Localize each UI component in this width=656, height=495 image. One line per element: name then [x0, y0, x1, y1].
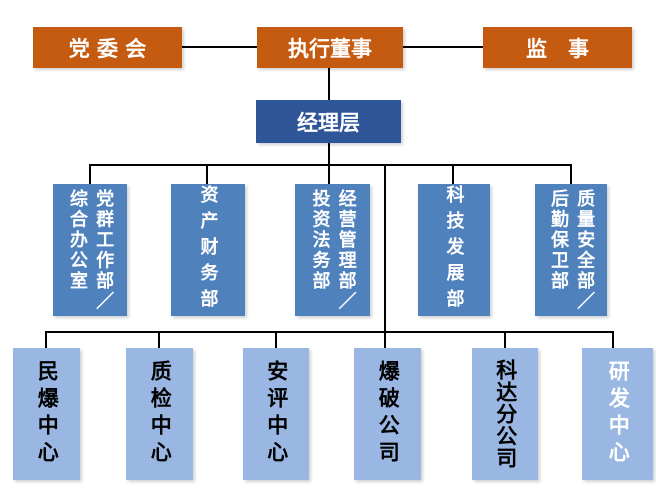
- node-executive-director: 执行董事: [257, 27, 403, 68]
- node-label: 研发中心: [606, 360, 631, 468]
- node-label: 安评中心: [264, 360, 289, 468]
- node-label: 质量安全部／ 后勤保卫部: [548, 188, 596, 312]
- node-label: 经理层: [297, 110, 360, 135]
- node-supervisor: 监 事: [483, 27, 632, 68]
- node-label: 民爆中心: [35, 360, 60, 468]
- connector-drop-dept-1: [89, 164, 91, 185]
- node-label: 党群工作部／ 综合办公室: [67, 188, 115, 312]
- connector-director-supervisor: [403, 46, 483, 48]
- node-dept-tech-development: 科技发展部: [418, 184, 490, 316]
- node-label: 资产财务部: [197, 185, 219, 315]
- node-dept-operations-legal: 经营管理部／ 投资法务部: [295, 184, 370, 316]
- connector-unit-bus: [45, 331, 614, 333]
- node-unit-civil-explosives-center: 民爆中心: [13, 348, 80, 480]
- node-label: 科技发展部: [443, 185, 465, 315]
- connector-department-bus: [89, 164, 572, 166]
- connector-drop-unit-5: [504, 331, 506, 349]
- node-unit-blasting-company: 爆破公司: [354, 348, 421, 480]
- connector-drop-dept-5: [570, 164, 572, 185]
- node-unit-quality-inspection-center: 质检中心: [126, 348, 193, 480]
- node-management-layer: 经理层: [256, 100, 401, 143]
- node-unit-rd-center: 研发中心: [582, 348, 653, 480]
- node-party-committee: 党 委 会: [33, 27, 182, 68]
- node-label: 质检中心: [148, 360, 173, 468]
- node-label: 爆破公司: [376, 360, 401, 468]
- connector-drop-dept-4: [452, 164, 454, 185]
- connector-drop-unit-3: [275, 331, 277, 349]
- connector-drop-unit-1: [45, 331, 47, 349]
- connector-party-director: [182, 46, 257, 48]
- connector-drop-dept-2: [206, 164, 208, 185]
- node-dept-asset-finance: 资产财务部: [171, 184, 245, 316]
- node-label: 经营管理部／ 投资法务部: [309, 188, 357, 312]
- connector-dept-bus-to-unit-bus: [384, 164, 386, 349]
- connector-director-management: [328, 68, 330, 100]
- connector-drop-unit-2: [158, 331, 160, 349]
- node-dept-quality-safety-logistics: 质量安全部／ 后勤保卫部: [535, 184, 607, 316]
- node-label: 监 事: [526, 36, 589, 61]
- node-label: 党 委 会: [68, 36, 147, 61]
- node-dept-party-affairs-office: 党群工作部／ 综合办公室: [53, 184, 127, 316]
- node-unit-keda-branch: 科达分公司: [472, 348, 538, 480]
- connector-drop-unit-6: [612, 331, 614, 349]
- node-label: 科达分公司: [493, 359, 518, 469]
- node-unit-safety-assessment-center: 安评中心: [243, 348, 309, 480]
- node-label: 执行董事: [288, 36, 372, 61]
